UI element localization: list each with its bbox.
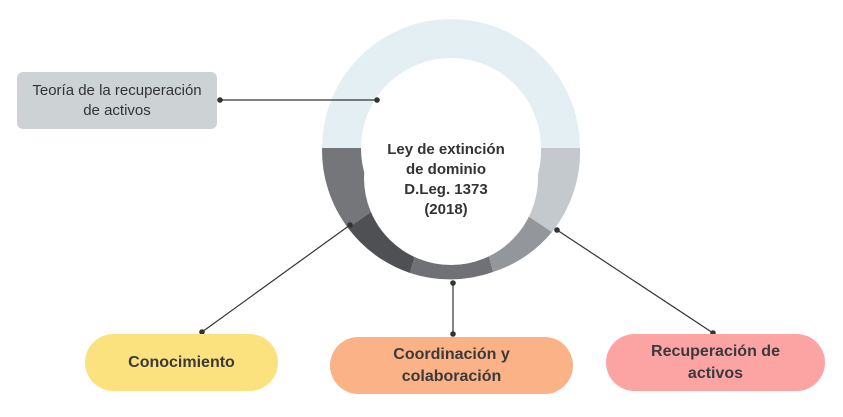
pillar-knowledge-label: Conocimiento [128,353,235,371]
pillar-recovery-line-2: activos [687,364,744,382]
theory-box-line-1: Teoría de la recuperación [32,81,202,99]
pillar-recovery-line-1: Recuperación de [651,342,780,360]
center-circle [364,91,538,265]
center-label-line-1: Ley de extinción [387,141,505,158]
theory-box: Teoría de la recuperación de activos [17,72,217,129]
ring-segment-right [519,148,581,232]
center-label: Ley de extinción de dominio D.Leg. 1373 … [366,130,526,230]
pillar-recovery: Recuperación de activos [606,334,825,391]
connector-knowledge [199,222,353,335]
pillar-coordination-line-2: colaboración [401,367,502,385]
connector-coordination [450,280,456,337]
pillar-coordination: Coordinación y colaboración [330,337,573,394]
ring-top-segment [322,19,580,148]
ring-segment-bottom-left [348,205,421,273]
center-label-line-2: de dominio [405,161,486,178]
ring-segment-left [321,148,381,228]
theory-box-line-2: de activos [83,101,151,119]
center-label-line-3: D.Leg. 1373 [404,181,488,198]
center-label-line-4: (2018) [424,201,468,218]
connector-recovery [554,227,716,336]
pillar-knowledge: Conocimiento [85,334,278,391]
pillar-coordination-line-1: Coordinación y [393,345,510,363]
connector-theory [217,97,380,103]
